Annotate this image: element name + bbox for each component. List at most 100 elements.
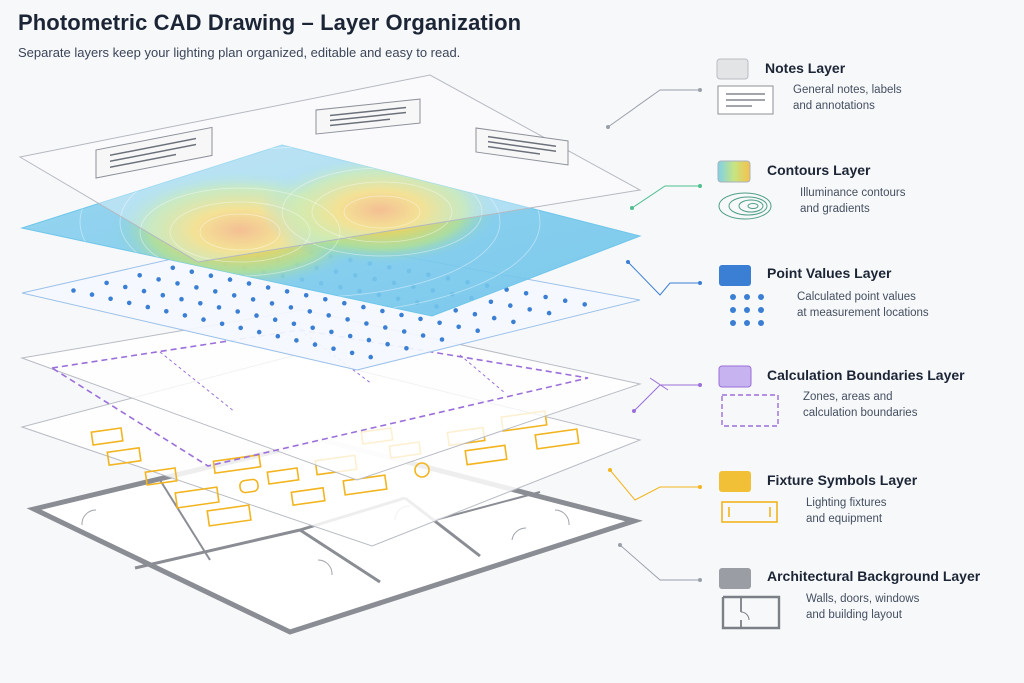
point-value-dot (238, 325, 243, 331)
legend-swatch-fixtures (719, 471, 751, 492)
legend-desc-line: and equipment (806, 513, 883, 525)
point-value-dot (288, 305, 294, 310)
point-value-dot (475, 328, 481, 334)
note-box (315, 98, 421, 135)
point-value-dot (439, 337, 445, 342)
point-value-dot (141, 288, 147, 294)
point-value-dot (179, 296, 184, 302)
note-box (95, 126, 213, 179)
point-value-dot (137, 273, 142, 278)
point-value-dot (420, 333, 426, 338)
point-value-dot (182, 313, 188, 318)
legend-swatch-boundaries (718, 365, 752, 388)
point-value-dot (235, 309, 240, 314)
legend-desc-line: Illuminance contours (800, 187, 906, 199)
point-value-dot (312, 342, 318, 347)
legend-desc-line: Walls, doors, windows (806, 593, 920, 605)
point-value-dot (380, 308, 385, 314)
point-value-dot (488, 299, 494, 305)
contours-icon (718, 192, 772, 220)
floorplan-icon (721, 595, 781, 630)
point-value-dot (368, 354, 374, 360)
point-value-dot (160, 292, 166, 298)
point-value-dot (201, 317, 206, 322)
notes-icon (717, 85, 774, 115)
point-value-dot (123, 284, 128, 290)
point-value-dot (323, 297, 328, 302)
legend-title-contours: Contours Layer (767, 162, 871, 178)
point-value-dot (326, 313, 332, 318)
legend-desc-boundaries: Zones, areas and calculation boundaries (803, 389, 917, 421)
point-value-dot (331, 346, 336, 352)
point-value-dot (453, 308, 459, 313)
point-value-dot (364, 321, 369, 326)
dashed-boundary-icon (721, 394, 779, 427)
point-value-dot (254, 313, 259, 318)
legend-desc-line: and annotations (793, 100, 875, 112)
point-value-dot (156, 277, 161, 282)
point-value-dot (265, 285, 271, 290)
point-value-dot (418, 316, 423, 322)
legend-title-point-values: Point Values Layer (767, 265, 892, 281)
point-value-dot (310, 325, 316, 331)
point-value-dot (508, 303, 513, 308)
point-value-dot (491, 315, 497, 321)
point-value-dot (404, 346, 409, 351)
point-value-dot (437, 320, 442, 326)
point-value-dot (383, 325, 388, 330)
legend-desc-notes: General notes, labels and annotations (793, 82, 902, 114)
point-value-dot (164, 309, 169, 314)
point-value-dot (543, 294, 548, 300)
notes-layer (18, 74, 642, 263)
point-value-dot (511, 319, 516, 325)
legend-desc-line: Calculated point values (797, 291, 916, 303)
point-value-dot (250, 297, 256, 302)
point-value-dot (227, 277, 233, 282)
point-value-dot (216, 305, 222, 310)
point-value-dot (104, 280, 109, 286)
legend-desc-contours: Illuminance contours and gradients (800, 185, 905, 217)
point-value-dot (342, 300, 347, 306)
point-value-dot (472, 311, 478, 317)
point-value-dot (523, 291, 529, 296)
point-value-dot (194, 285, 199, 290)
point-value-dot (361, 304, 366, 310)
point-value-dot (246, 281, 252, 286)
legend-desc-point-values: Calculated point values at measurement l… (797, 289, 929, 321)
legend-title-notes: Notes Layer (765, 60, 846, 76)
point-value-dot (231, 293, 237, 298)
point-value-dot (170, 265, 176, 271)
point-value-dot (208, 273, 214, 279)
note-box (475, 127, 569, 166)
legend-title-fixtures: Fixture Symbols Layer (767, 472, 918, 488)
point-value-dot (219, 321, 225, 327)
legend-desc-fixtures: Lighting fixtures and equipment (806, 495, 887, 527)
point-value-dot (108, 296, 113, 302)
point-value-dot (269, 301, 275, 306)
legend-title-architectural: Architectural Background Layer (767, 568, 981, 584)
point-value-dot (275, 333, 281, 339)
legend-desc-line: and building layout (806, 609, 902, 621)
point-value-dot (284, 289, 290, 294)
legend-swatch-notes (716, 58, 749, 80)
point-value-dot (198, 301, 203, 306)
point-grid-icon (730, 294, 764, 326)
point-value-dot (213, 289, 218, 294)
legend-title-boundaries: Calculation Boundaries Layer (767, 367, 965, 383)
point-value-dot (294, 338, 299, 343)
point-value-dot (546, 310, 552, 316)
point-value-dot (401, 329, 407, 334)
point-value-dot (347, 333, 353, 339)
legend-desc-line: Lighting fixtures (806, 497, 887, 509)
point-value-dot (175, 281, 180, 286)
point-value-dot (504, 287, 509, 292)
page-title: Photometric CAD Drawing – Layer Organiza… (18, 10, 522, 35)
legend-desc-line: at measurement locations (797, 307, 929, 319)
legend-desc-line: and gradients (800, 203, 870, 215)
legend-swatch-contours (717, 160, 751, 183)
point-value-dot (272, 317, 278, 323)
point-value-dot (189, 269, 195, 275)
legend-swatch-point-values (719, 265, 751, 286)
point-value-dot (456, 324, 462, 330)
point-value-dot (329, 329, 334, 335)
